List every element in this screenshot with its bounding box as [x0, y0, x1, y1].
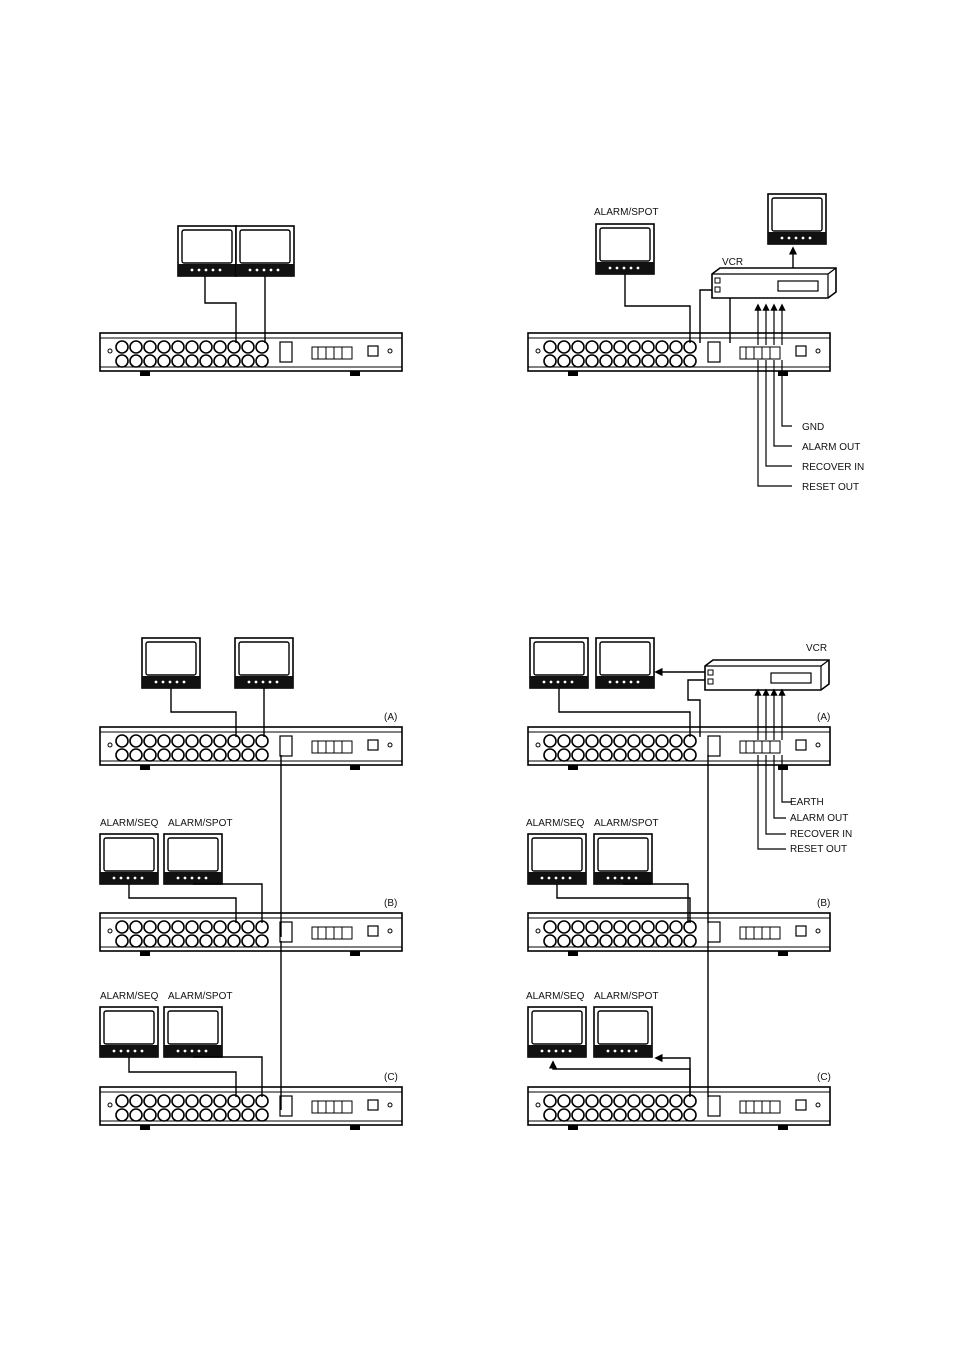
unit-label-c: (C) [817, 1072, 831, 1083]
monitor-label-alarm-spot: ALARM/SPOT [594, 207, 658, 218]
multiplexer-b [100, 913, 402, 956]
monitor-a2 [235, 638, 293, 688]
monitor-b1 [528, 834, 586, 884]
vcr-label: VCR [806, 643, 827, 654]
terminal-recover-in: RECOVER IN [802, 462, 864, 473]
monitor-c1 [528, 1007, 586, 1057]
terminal-reset-out: RESET OUT [790, 844, 847, 855]
monitor-alarm-spot [596, 224, 654, 274]
terminal-alarm-out: ALARM OUT [802, 442, 860, 453]
multiplexer [528, 333, 830, 376]
monitor-c1 [100, 1007, 158, 1057]
multiplexer-c [100, 1087, 402, 1130]
unit-label-b: (B) [817, 898, 830, 909]
label-alarm-seq-b: ALARM/SEQ [100, 818, 159, 829]
panel-top-left [100, 226, 402, 376]
terminal-recover-in: RECOVER IN [790, 829, 852, 840]
alarm-wires [758, 305, 792, 486]
terminal-earth: EARTH [790, 797, 824, 808]
label-alarm-seq-c: ALARM/SEQ [526, 991, 585, 1002]
unit-label-c: (C) [384, 1072, 398, 1083]
terminal-gnd: GND [802, 422, 824, 433]
label-alarm-seq-c: ALARM/SEQ [100, 991, 159, 1002]
monitor-a1 [142, 638, 200, 688]
monitor-b2 [594, 834, 652, 884]
monitor-a1 [530, 638, 588, 688]
monitor-b2 [164, 834, 222, 884]
monitor-a2 [596, 638, 654, 688]
vcr [705, 660, 829, 690]
unit-label-a: (A) [817, 712, 830, 723]
monitor-vcr [768, 194, 826, 244]
label-alarm-spot-b: ALARM/SPOT [168, 818, 232, 829]
multiplexer [100, 333, 402, 376]
label-alarm-spot-c: ALARM/SPOT [594, 991, 658, 1002]
terminal-alarm-out: ALARM OUT [790, 813, 848, 824]
terminal-reset-out: RESET OUT [802, 482, 859, 493]
panel-bottom-left: (A) ALARM/SEQ ALARM/SPOT (B) ALARM/SEQ A… [100, 638, 402, 1130]
monitor-1 [178, 226, 236, 276]
monitor-c2 [164, 1007, 222, 1057]
multiplexer-a [528, 727, 830, 770]
vcr [712, 268, 836, 298]
monitor-b1 [100, 834, 158, 884]
vcr-label: VCR [722, 257, 743, 268]
unit-label-a: (A) [384, 712, 397, 723]
label-alarm-spot-c: ALARM/SPOT [168, 991, 232, 1002]
panel-top-right: ALARM/SPOT VCR GND ALARM OUT RECOVER IN … [528, 194, 864, 493]
panel-bottom-right: VCR (A) EARTH ALARM OUT RECOVER IN RESET… [526, 638, 852, 1130]
multiplexer-c [528, 1087, 830, 1130]
monitor-2 [236, 226, 294, 276]
multiplexer-b [528, 913, 830, 956]
monitor-c2 [594, 1007, 652, 1057]
unit-label-b: (B) [384, 898, 397, 909]
multiplexer-a [100, 727, 402, 770]
label-alarm-seq-b: ALARM/SEQ [526, 818, 585, 829]
label-alarm-spot-b: ALARM/SPOT [594, 818, 658, 829]
